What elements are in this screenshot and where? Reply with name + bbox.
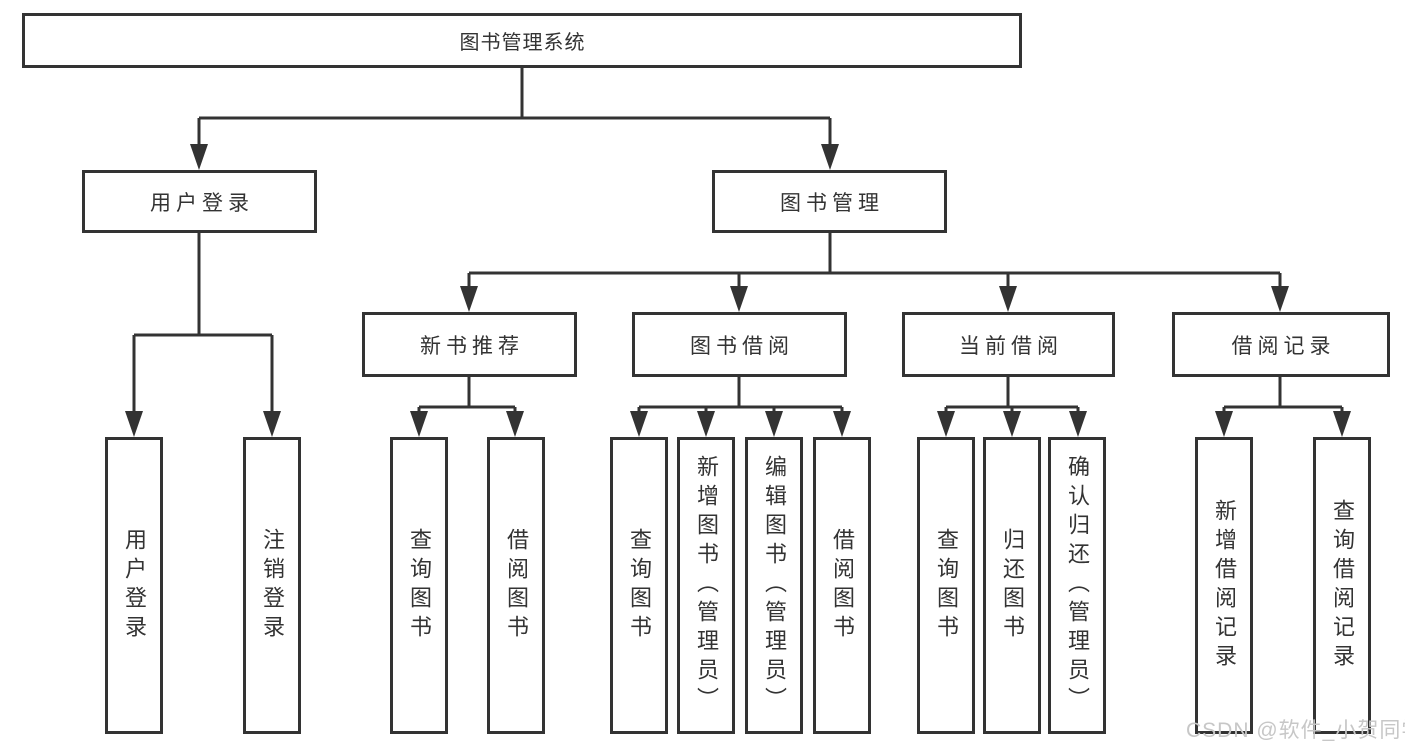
root-split-lines	[197, 68, 832, 146]
leaf-add-borrow-record: 新增借阅记录	[1195, 437, 1253, 734]
leaf-user-login: 用户登录	[105, 437, 163, 734]
node-borrow-records: 借阅记录	[1172, 312, 1390, 377]
leaf-borrow-books-recommend: 借阅图书	[487, 437, 545, 734]
leaf-return-book: 归还图书	[983, 437, 1041, 734]
node-book-borrow: 图书借阅	[632, 312, 847, 377]
node-current-borrow: 当前借阅	[902, 312, 1115, 377]
book-management-split-lines	[467, 233, 1282, 288]
leaf-query-books-borrow: 查询图书	[610, 437, 668, 734]
book-borrow-split-lines	[637, 377, 844, 413]
leaf-edit-book-admin: 编辑图书（管理员）	[745, 437, 803, 734]
node-book-management: 图书管理	[712, 170, 947, 233]
leaf-add-book-admin: 新增图书（管理员）	[677, 437, 735, 734]
csdn-watermark: CSDN @软件_小贺同学	[1186, 719, 1405, 742]
borrow-record-split-lines	[1222, 377, 1344, 413]
leaf-logout: 注销登录	[243, 437, 301, 734]
node-new-book-recommend: 新书推荐	[362, 312, 577, 377]
node-user-login: 用户登录	[82, 170, 317, 233]
arrowheads	[125, 144, 1351, 437]
leaf-query-books-current: 查询图书	[917, 437, 975, 734]
leaf-confirm-return-admin: 确认归还（管理员）	[1048, 437, 1106, 734]
user-login-split-lines	[132, 233, 274, 413]
leaf-borrow-books-borrow: 借阅图书	[813, 437, 871, 734]
leaf-query-borrow-record: 查询借阅记录	[1313, 437, 1371, 734]
current-borrow-split-lines	[944, 377, 1080, 413]
leaf-query-books-recommend: 查询图书	[390, 437, 448, 734]
node-root: 图书管理系统	[22, 13, 1022, 68]
new-book-split-lines	[417, 377, 517, 413]
